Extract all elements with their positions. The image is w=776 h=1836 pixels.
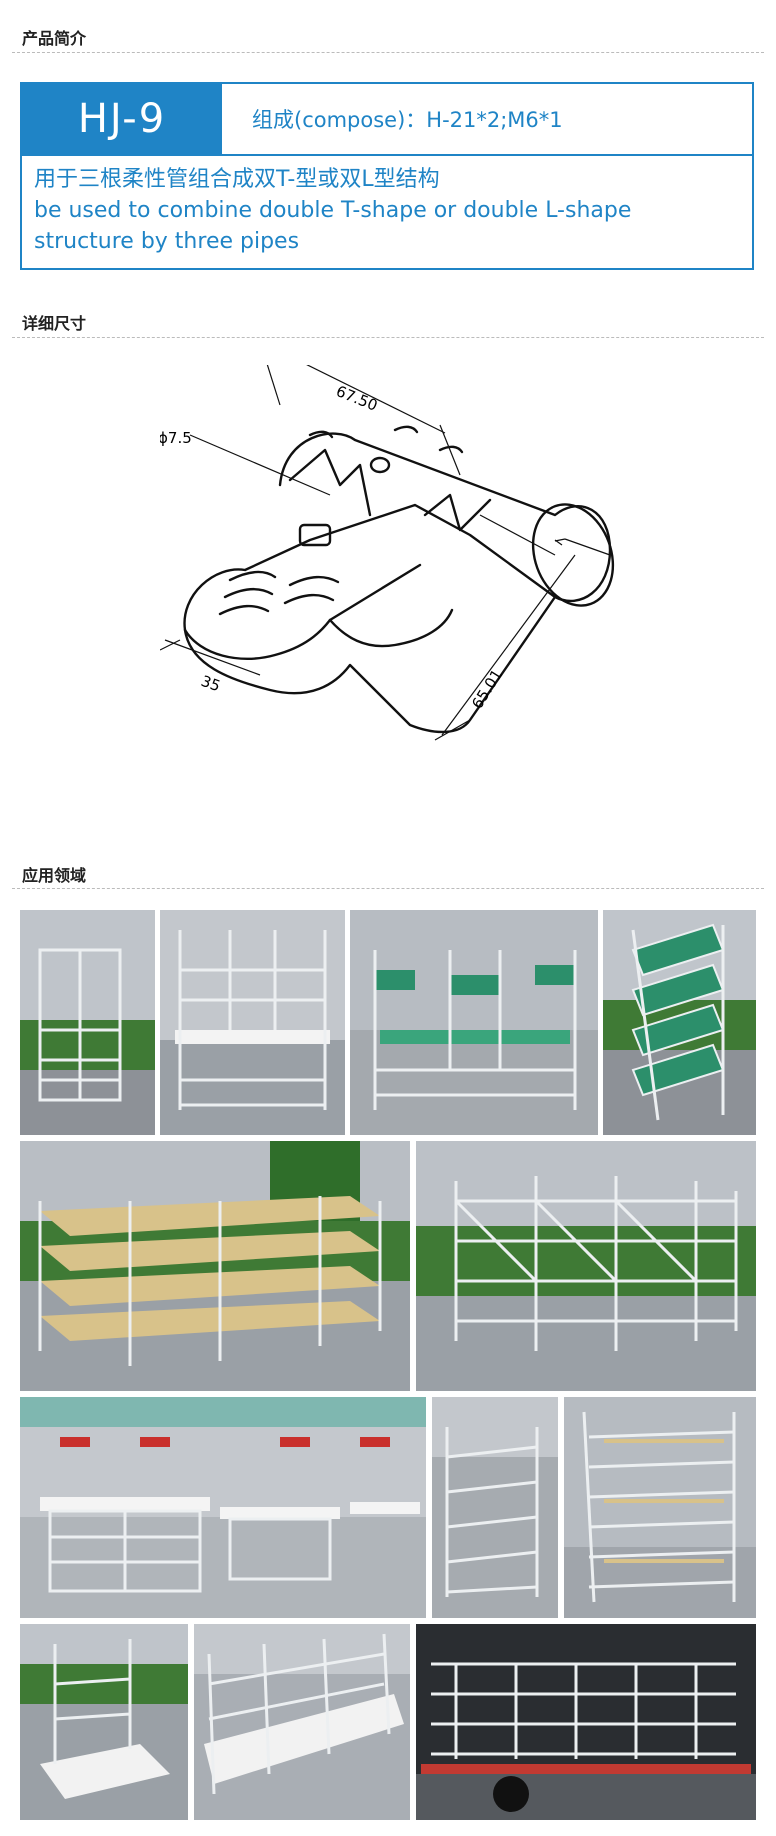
compose-text: 组成(compose)：H-21*2;M6*1 (252, 108, 563, 132)
photo-multi-rack (194, 1624, 410, 1820)
slot-line (228, 570, 277, 582)
dim-extension (479, 514, 556, 556)
dim-width-label: 65.01 (468, 666, 506, 712)
saddle-left (288, 448, 372, 517)
rear-pipe (278, 432, 612, 603)
dim-line-length (306, 365, 446, 434)
dim-extension (434, 719, 471, 741)
description-cn: 用于三根柔性管组合成双T-型或双L型结构 (34, 167, 440, 192)
model-label: HJ-9 (22, 84, 222, 154)
photo-rack-1 (20, 910, 155, 1135)
photo-truck-load (416, 1624, 756, 1820)
pipe-end-ellipse (531, 503, 615, 607)
slot-line (283, 593, 335, 605)
divider (12, 52, 764, 53)
dim-extension (160, 639, 181, 651)
photo-angled-rack (603, 910, 756, 1135)
pipe-ridge (328, 563, 422, 622)
photo-cart-rack (432, 1397, 558, 1618)
slot-line (438, 445, 464, 454)
front-pipes (183, 503, 557, 734)
divider (12, 337, 764, 338)
description-en-1: be used to combine double T-shape or dou… (34, 198, 632, 223)
photo-workshop-tables (20, 1397, 426, 1618)
spec-description: 用于三根柔性管组合成双T-型或双L型结构 be used to combine … (34, 164, 742, 257)
intro-section-title: 产品简介 (22, 29, 87, 48)
photo-workbench-1 (160, 910, 345, 1135)
slot-line (308, 430, 334, 439)
slot (298, 523, 332, 547)
photo-flow-rack-2 (416, 1141, 756, 1391)
dim-hole-label: ϕ7.5 (160, 429, 192, 447)
saddle-right (423, 493, 492, 532)
dim-length-label: 67.50 (334, 382, 381, 415)
photo-flow-rack-1 (20, 1141, 410, 1391)
slot-line (218, 604, 270, 616)
dim-extension (564, 538, 611, 556)
pipe-seam (183, 608, 454, 661)
dimensions-section-title: 详细尺寸 (22, 314, 87, 333)
slot-line (393, 425, 419, 434)
dim-extension (554, 538, 566, 542)
spec-box: HJ-9 组成(compose)：H-21*2;M6*1 用于三根柔性管组合成双… (20, 82, 754, 270)
divider (12, 888, 764, 889)
dim-line-pipe (164, 639, 261, 676)
application-gallery (20, 910, 756, 1820)
dim-extension (266, 365, 281, 406)
photo-tall-rack (564, 1397, 756, 1618)
description-en-2: structure by three pipes (34, 229, 300, 254)
photo-green-stations (350, 910, 598, 1135)
bolt-hole (369, 456, 391, 474)
application-section-title: 应用领域 (22, 866, 87, 885)
spec-divider (22, 154, 752, 156)
slot-line (223, 587, 274, 599)
dim-pipe-label: 35 (199, 672, 223, 695)
slot-line (288, 575, 340, 587)
dim-leader-hole (189, 434, 331, 496)
dim-extension (439, 424, 461, 476)
photo-table-cart (20, 1624, 188, 1820)
technical-drawing: 67.50 ϕ7.5 65.01 35 (160, 365, 615, 741)
dim-line-width (441, 554, 576, 736)
